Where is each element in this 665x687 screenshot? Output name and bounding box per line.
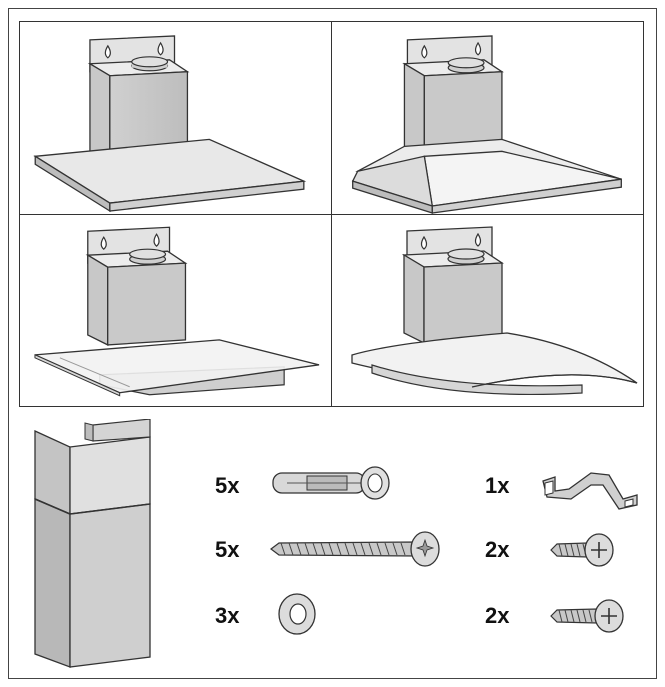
hood-flat-illustration [33, 35, 307, 213]
medium-screw-icon [547, 597, 627, 635]
qty-wall-plug: 5x [215, 473, 240, 498]
hood-variant-flat-canopy [20, 22, 332, 215]
hood-pyramid-illustration [351, 35, 622, 214]
instruction-frame: 5x 5x 3x 1x 2x 2x [8, 8, 657, 679]
qty-bracket: 1x [485, 473, 510, 498]
mounting-hole-icon [104, 44, 111, 59]
washer-icon [275, 591, 319, 637]
short-screw-icon [547, 531, 617, 569]
bracket-icon [539, 465, 639, 511]
wall-plug-icon [267, 465, 392, 501]
qty-long-screw: 5x [215, 537, 240, 562]
hood-flat-glass-illustration [34, 226, 320, 397]
chimney-sections [25, 419, 165, 669]
long-screw-icon [267, 529, 442, 569]
hood-variant-pyramid-canopy [332, 22, 643, 215]
parts-list: 5x 5x 3x 1x 2x 2x [19, 417, 649, 672]
hood-curved-glass-illustration [351, 226, 638, 396]
hood-variant-flat-glass-canopy [20, 215, 332, 406]
qty-short-screw: 2x [485, 537, 510, 562]
hood-variant-curved-glass-canopy [332, 215, 643, 406]
qty-medium-screw: 2x [485, 603, 510, 628]
qty-washer: 3x [215, 603, 240, 628]
hood-variants-grid [19, 21, 644, 407]
